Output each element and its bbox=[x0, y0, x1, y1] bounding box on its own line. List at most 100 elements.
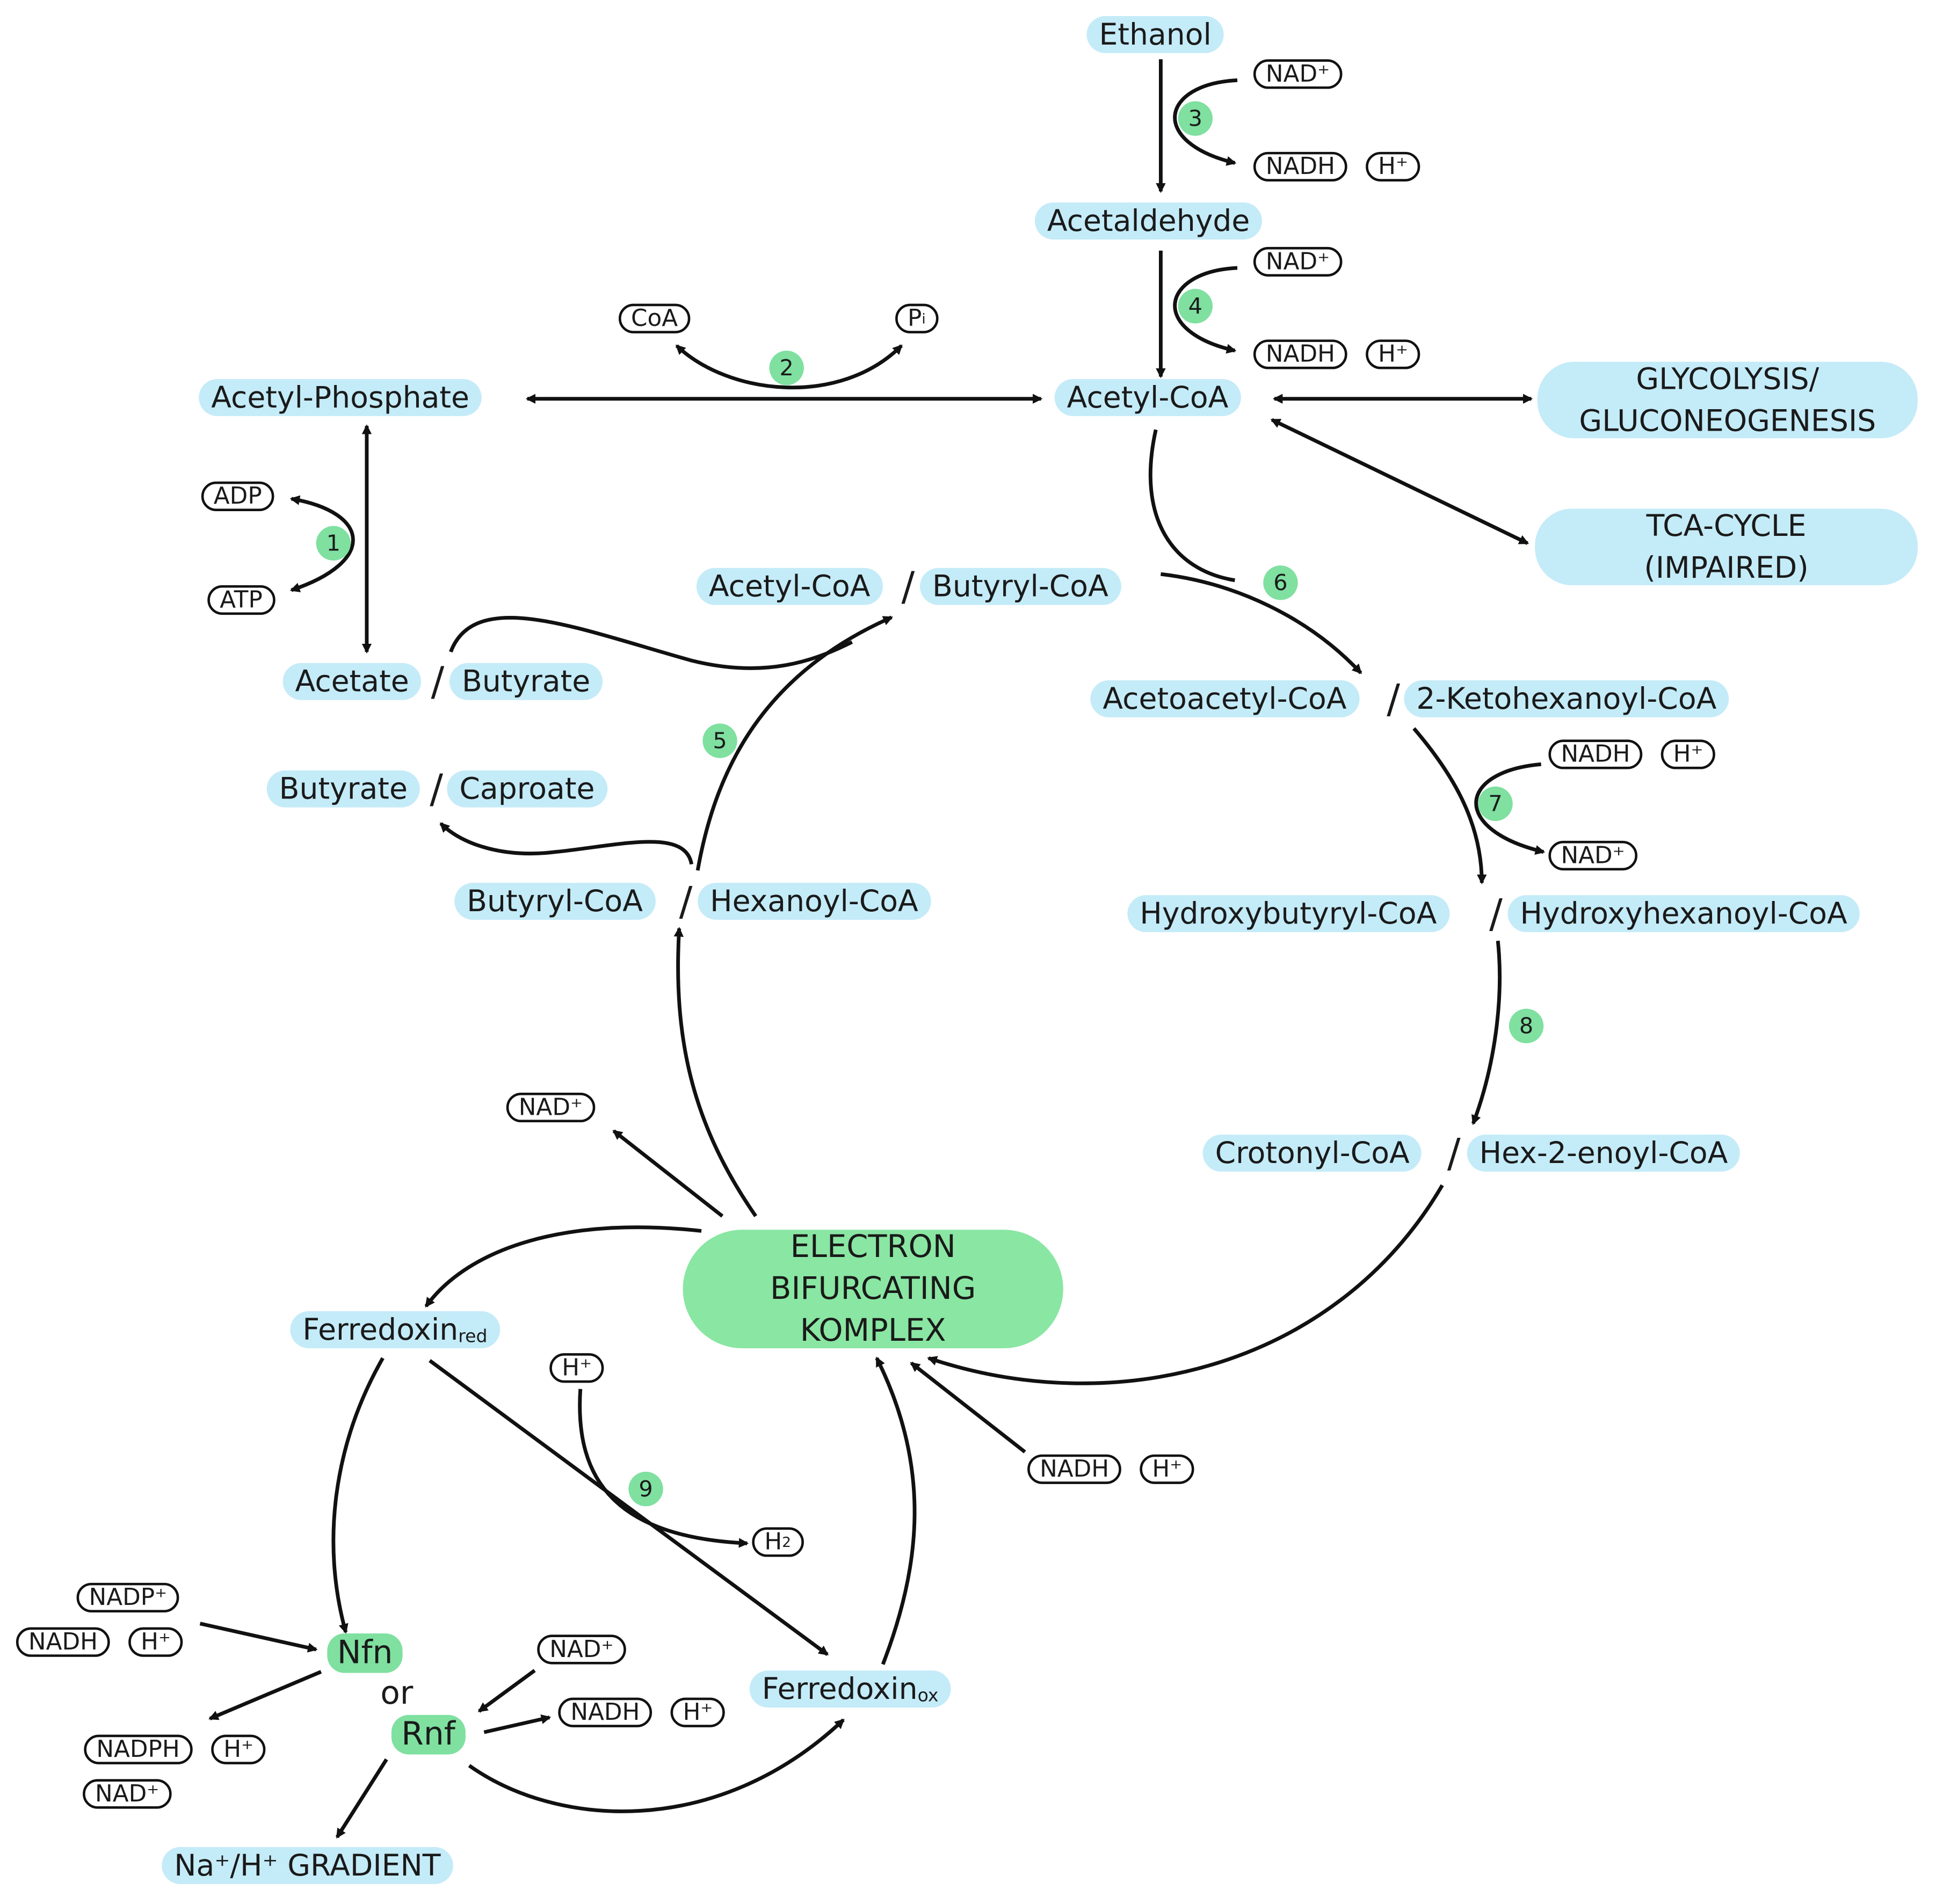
arrow-step7 bbox=[1412, 727, 1487, 885]
cofactor-h-plus: H⁺ bbox=[1366, 151, 1421, 182]
separator-slash: / bbox=[679, 877, 693, 925]
metabolite-acetyl-phosphate: Acetyl-Phosphate bbox=[199, 379, 482, 416]
metabolite-acetoacetyl-coa: Acetoacetyl-CoA bbox=[1090, 680, 1359, 717]
arrow-complex-fdred bbox=[424, 1225, 702, 1308]
metabolite-crotonyl-coa: Crotonyl-CoA bbox=[1202, 1135, 1422, 1172]
cofactor-h-plus: H⁺ bbox=[1366, 339, 1421, 369]
arrow-step9 bbox=[578, 1389, 749, 1548]
arrow-rnf-gradient bbox=[335, 1758, 388, 1839]
arrow-step6-b bbox=[1161, 572, 1362, 674]
metabolite-ketohexanoyl-coa: 2-Ketohexanoyl-CoA bbox=[1404, 680, 1729, 717]
metabolite-hydroxybutyryl-coa: Hydroxybutyryl-CoA bbox=[1127, 895, 1449, 933]
cofactor-h-plus: H⁺ bbox=[1661, 739, 1716, 769]
step-8-badge: 8 bbox=[1509, 1008, 1544, 1043]
enzyme-rnf: Rnf bbox=[391, 1714, 466, 1755]
step-5-badge: 5 bbox=[702, 723, 737, 758]
pathway-glycolysis: GLYCOLYSIS/GLUCONEOGENESIS bbox=[1537, 361, 1918, 439]
cofactor-nadph: NADPH bbox=[84, 1734, 192, 1764]
arrow-nadp-nfn bbox=[199, 1622, 318, 1653]
cofactor-nad-plus: NAD⁺ bbox=[1253, 246, 1343, 277]
arrow-acetate-connector bbox=[449, 616, 853, 670]
arrow-rnf-nadh bbox=[483, 1714, 552, 1734]
arrow-cofactor-1 bbox=[289, 495, 355, 592]
cofactor-adp: ADP bbox=[201, 481, 274, 511]
arrow-fdred-nfn bbox=[331, 1357, 385, 1634]
arrow-cofactor-4 bbox=[1173, 266, 1238, 354]
cofactor-h-plus: H⁺ bbox=[1140, 1454, 1195, 1484]
cofactor-h-plus: H⁺ bbox=[211, 1734, 266, 1764]
arrow-step5 bbox=[695, 615, 893, 871]
arrow-cofactor-7 bbox=[1474, 762, 1546, 855]
step-1-badge: 1 bbox=[316, 526, 351, 561]
cofactor-h-plus: H⁺ bbox=[670, 1697, 726, 1727]
metabolite-acetyl-coa: Acetyl-CoA bbox=[1054, 379, 1241, 416]
step-2-badge: 2 bbox=[769, 351, 804, 386]
cofactor-nad-plus: NAD⁺ bbox=[1253, 59, 1343, 89]
separator-slash: / bbox=[431, 658, 445, 705]
arrow-cofactor-2 bbox=[675, 344, 903, 390]
separator-slash: / bbox=[901, 563, 915, 610]
step-9-badge: 9 bbox=[628, 1471, 663, 1507]
cofactor-nadh: NADH bbox=[1253, 151, 1347, 182]
metabolite-butyrate: Butyrate bbox=[449, 663, 603, 700]
separator-slash: / bbox=[1387, 675, 1401, 723]
pathway-tca-cycle: TCA-CYCLE(IMPAIRED) bbox=[1535, 508, 1918, 585]
separator-slash: / bbox=[430, 765, 443, 813]
cofactor-nadp-plus: NADP⁺ bbox=[76, 1582, 180, 1613]
cofactor-nadh: NADH bbox=[1253, 339, 1347, 369]
cofactor-h-plus: H⁺ bbox=[549, 1353, 605, 1383]
cofactor-nadh: NADH bbox=[1027, 1454, 1122, 1484]
separator-slash: / bbox=[1489, 890, 1503, 938]
cofactor-nadh: NADH bbox=[16, 1627, 110, 1657]
cofactor-nadh: NADH bbox=[1548, 739, 1643, 769]
cofactor-coa: CoA bbox=[618, 303, 691, 333]
step-4-badge: 4 bbox=[1178, 289, 1213, 324]
arrow-fdred-fdox bbox=[429, 1359, 829, 1656]
metabolite-acetaldehyde: Acetaldehyde bbox=[1034, 202, 1263, 240]
arrow-rnf-fdox bbox=[468, 1718, 845, 1813]
cofactor-atp: ATP bbox=[207, 585, 275, 615]
separator-slash: / bbox=[1447, 1129, 1461, 1177]
cofactor-nad-plus: NAD⁺ bbox=[506, 1092, 596, 1123]
arrow-nadh-complex bbox=[910, 1361, 1026, 1454]
metabolite-hydroxyhexanoyl-coa: Hydroxyhexanoyl-CoA bbox=[1507, 895, 1860, 933]
metabolite-butyrate-2: Butyrate bbox=[266, 770, 420, 808]
step-7-badge: 7 bbox=[1478, 786, 1513, 822]
metabolite-butyryl-coa-2: Butyryl-CoA bbox=[454, 883, 655, 920]
arrow-complex-nad bbox=[612, 1129, 724, 1218]
arrow-step6-a bbox=[1148, 429, 1235, 583]
cofactor-nad-plus: NAD⁺ bbox=[1548, 840, 1637, 871]
arrow-to-butyrate-caproate bbox=[439, 822, 694, 865]
cofactor-nad-plus: NAD⁺ bbox=[537, 1634, 626, 1665]
gradient-label: Na⁺/H⁺ GRADIENT bbox=[162, 1847, 453, 1884]
metabolite-butyryl-coa: Butyryl-CoA bbox=[920, 568, 1121, 605]
cofactor-h-plus: H⁺ bbox=[128, 1627, 184, 1657]
metabolite-acetyl-coa-2: Acetyl-CoA bbox=[696, 568, 883, 605]
arrow-nfn-nadph bbox=[208, 1670, 322, 1720]
or-label: or bbox=[380, 1675, 414, 1713]
cofactor-nadh: NADH bbox=[558, 1697, 652, 1727]
arrow-complex-butyrylcoa bbox=[673, 927, 758, 1217]
arrow-cofactor-3 bbox=[1173, 78, 1238, 166]
enzyme-nfn: Nfn bbox=[327, 1633, 403, 1673]
arrow-fdox-complex bbox=[875, 1356, 917, 1665]
metabolite-acetate: Acetate bbox=[282, 663, 422, 700]
step-3-badge: 3 bbox=[1178, 101, 1213, 136]
arrow-nad-rnf bbox=[477, 1669, 536, 1713]
metabolite-caproate: Caproate bbox=[447, 770, 607, 808]
cofactor-nad-plus: NAD⁺ bbox=[83, 1779, 172, 1809]
arrow-acetylcoa-tca bbox=[1270, 418, 1529, 545]
arrow-crotonyl-complex bbox=[927, 1184, 1444, 1385]
metabolite-hexanoyl-coa: Hexanoyl-CoA bbox=[698, 883, 931, 920]
metabolite-ethanol: Ethanol bbox=[1086, 16, 1224, 53]
arrow-step8 bbox=[1471, 940, 1502, 1125]
metabolite-hexenoyl-coa: Hex-2-enoyl-CoA bbox=[1467, 1135, 1741, 1172]
step-6-badge: 6 bbox=[1263, 565, 1298, 600]
